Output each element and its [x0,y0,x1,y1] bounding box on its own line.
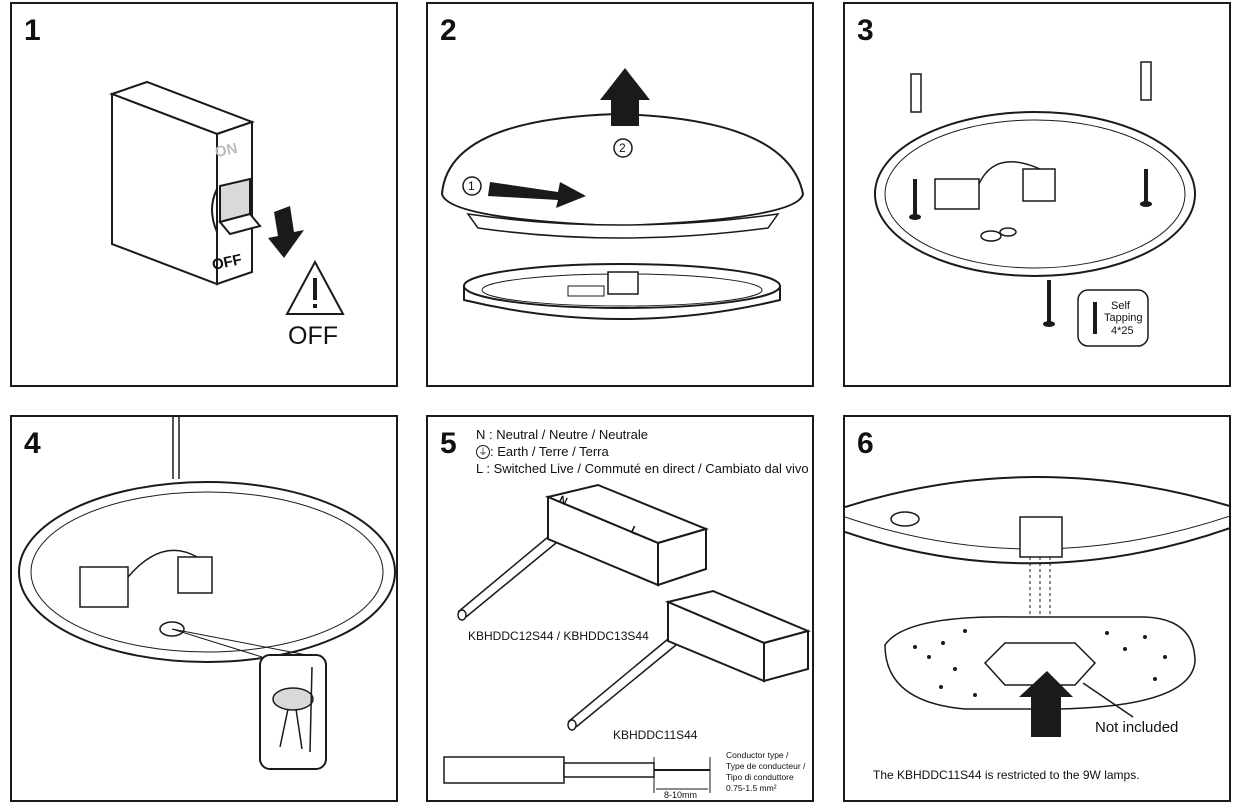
screw-label-line-2: Tapping [1104,312,1143,324]
step-number: 2 [440,14,457,47]
legend-earth: : Earth / Terre / Terra [490,444,609,459]
screw-label-line-1: Self [1111,300,1130,312]
legend-neutral: N : Neutral / Neutre / Neutrale [476,427,648,442]
model-label-a: KBHDDC12S44 / KBHDDC13S44 [468,629,649,643]
step-4-panel: 4 [10,415,398,802]
restriction-note: The KBHDDC11S44 is restricted to the 9W … [873,768,1140,782]
step-6-panel: 6 Not included The KBHDDC11S44 is restri… [843,415,1231,802]
conductor-line-1: Conductor type / [726,750,789,760]
step-1-panel: 1 ON OFF OFF [10,2,398,387]
step-number: 1 [24,14,41,47]
conductor-line-2: Type de conducteur / [726,761,806,771]
step-number: 5 [440,427,457,460]
strip-length-label: 8-10mm [664,790,698,800]
conductor-line-4: 0.75-1.5 mm² [726,783,777,793]
step-3-panel: 3 Self Tapping 4*25 [843,2,1231,387]
conductor-line-3: Tipo di conduttore [726,772,794,782]
step-one-marker: 1 [468,179,475,193]
model-label-b: KBHDDC11S44 [613,728,698,742]
step-number: 3 [857,14,874,47]
legend-live: L : Switched Live / Commuté en direct / … [476,461,809,476]
warning-off-label: OFF [288,322,338,350]
step-number: 6 [857,427,874,460]
cable-feed-illustration [18,417,396,770]
not-included-label: Not included [1095,719,1179,736]
screw-label-line-3: 4*25 [1111,325,1134,337]
breaker-illustration [109,80,345,315]
step-2-panel: 2 1 2 [426,2,814,387]
led-module-illustration [845,476,1229,737]
step-5-panel: 5 N : Neutral / Neutre / Neutrale ⏚ : Ea… [426,415,814,802]
earth-icon: ⏚ [476,445,490,459]
base-mounting-illustration [874,61,1196,347]
step-number: 4 [24,427,41,460]
cover-removal-illustration [440,68,805,320]
step-two-marker: 2 [619,141,626,155]
terminal-wiring-illustration [443,483,812,793]
